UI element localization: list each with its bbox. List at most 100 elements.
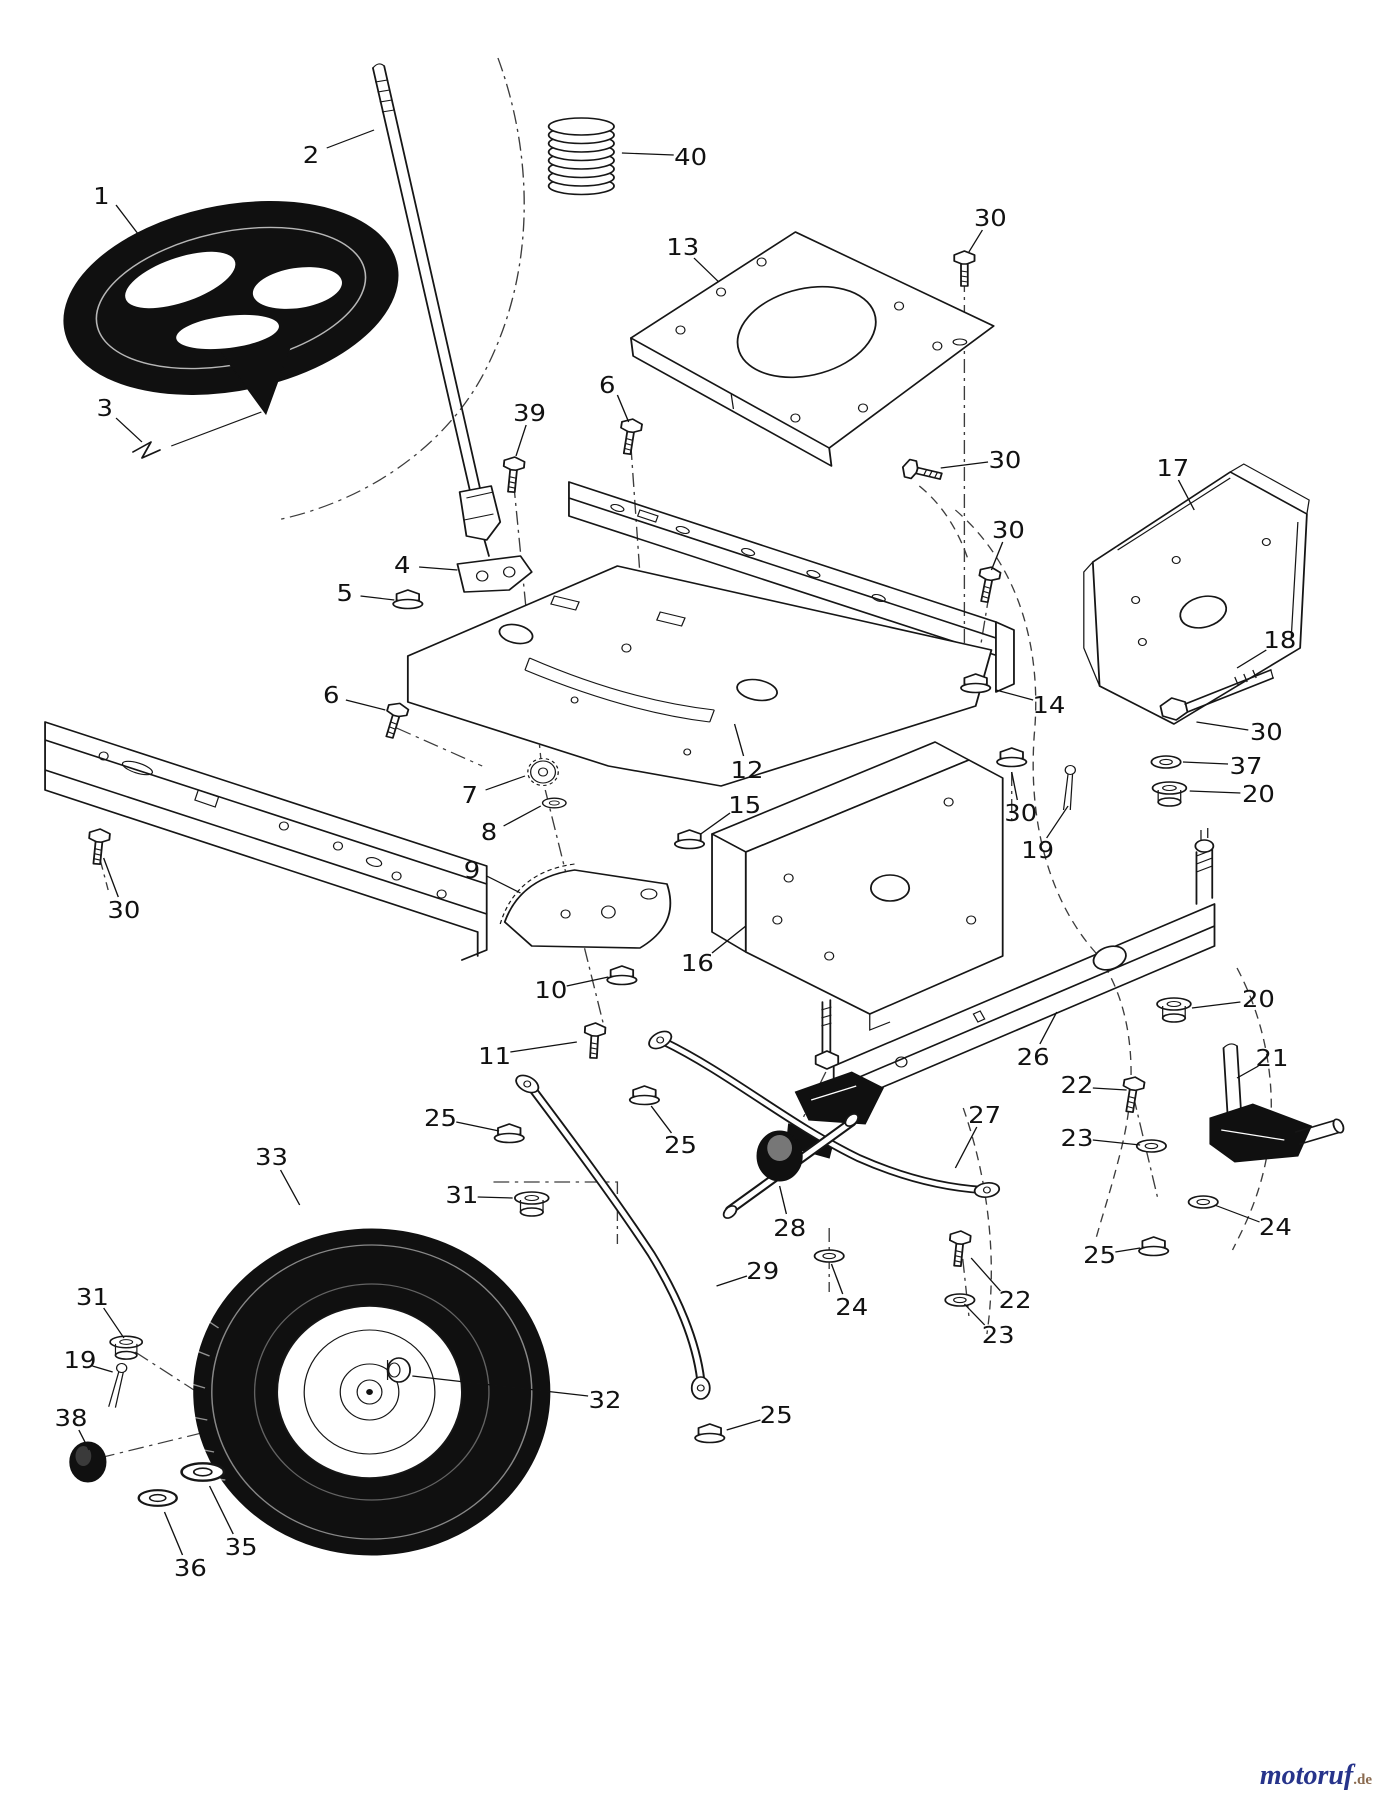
callout-leader-40 [621,152,674,156]
callout-label-6: 6 [599,371,615,398]
callout-leader-20 [1189,790,1241,794]
wheel-tire-part [184,1228,551,1556]
callout-label-20: 20 [1242,780,1275,807]
seat-plate-part [630,231,995,467]
watermark-logo: motoruf.de [1260,1760,1372,1792]
callout-label-31: 31 [445,1181,478,1208]
callout-label-10: 10 [534,976,567,1003]
callout-label-8: 8 [481,818,497,845]
callout-label-1: 1 [93,182,109,209]
callout-label-30: 30 [1004,799,1037,826]
bolt-30-side-part [899,457,945,486]
callout-label-27: 27 [968,1101,1001,1128]
bolt-22-right-part [1118,1074,1147,1114]
bolt-39-part [500,455,526,494]
callout-label-35: 35 [225,1533,258,1560]
callout-label-7: 7 [462,781,478,808]
callout-label-24: 24 [1259,1213,1292,1240]
callout-label-36: 36 [174,1554,207,1581]
callout-label-40: 40 [674,143,707,170]
coupler-bracket-part [456,555,533,593]
bushing-20-top-part [1151,781,1188,807]
pinion-gear-part [527,757,559,787]
callout-leader-10 [566,976,609,987]
callout-label-2: 2 [303,141,319,168]
bolt-30-left-part [85,827,112,866]
callout-label-6: 6 [323,681,339,708]
washer-37-part [1150,755,1182,769]
callout-leader-29 [716,1275,748,1287]
callout-leader-20 [1191,1001,1241,1009]
callout-leader-18 [1236,649,1267,669]
callout-leader-1 [115,204,145,243]
spindle-part [1209,1043,1345,1163]
callout-label-19: 19 [64,1346,97,1373]
callout-label-25: 25 [760,1401,793,1428]
callout-leader-30 [1196,721,1249,731]
callout-label-19: 19 [1021,836,1054,863]
logo-name: motoruf [1259,1760,1354,1791]
callout-leader-4 [419,566,458,571]
callout-leader-28 [778,1185,788,1215]
callout-label-17: 17 [1156,454,1189,481]
washer-8-part [541,797,567,809]
callout-label-30: 30 [992,516,1025,543]
drag-link-part [515,1074,711,1400]
callout-leader-35 [208,1485,234,1535]
callout-leader-30 [940,461,989,469]
callout-label-11: 11 [478,1042,511,1069]
callout-leader-30 [968,229,984,253]
nut-25-d-part [694,1423,726,1444]
frame-rail-left-part [44,721,488,961]
front-axle-part [785,828,1216,1159]
callout-leader-30 [103,857,119,898]
pivot-shaft-bushing-part [722,1113,860,1219]
callout-leader-25 [1115,1247,1141,1253]
hub-cap-part [386,1357,411,1383]
callout-leader-32 [412,1375,589,1397]
nut-25-c-part [1138,1236,1170,1257]
callout-leader-37 [1182,761,1229,765]
bolt-30-top-part [953,250,976,287]
callout-label-12: 12 [730,756,763,783]
callout-leader-3 [115,417,143,443]
bolt-30-mid-part [973,564,1003,605]
callout-label-25: 25 [424,1104,457,1131]
callout-label-24: 24 [835,1293,868,1320]
callout-label-30: 30 [974,204,1007,231]
steering-shaft-part [372,63,502,557]
long-bolt-part [1159,669,1274,721]
callout-leader-21 [1236,1065,1259,1079]
tie-rod-part [648,1030,1001,1198]
bushing-31-left-part [109,1335,144,1360]
callout-leader-38 [78,1429,90,1451]
console-plate-part [406,565,993,787]
nut-10-part [606,965,638,986]
callout-label-32: 32 [589,1386,622,1413]
nut-25-a-part [493,1123,525,1144]
cotter-pin-right-part [1062,764,1076,811]
callout-leader-5 [360,595,395,601]
callout-label-14: 14 [1032,691,1065,718]
callout-label-39: 39 [513,399,546,426]
callout-leader-36 [163,1511,184,1556]
callout-label-3: 3 [97,394,113,421]
callout-label-20: 20 [1242,985,1275,1012]
callout-label-33: 33 [255,1143,288,1170]
callout-leader-17 [1177,479,1195,511]
callout-leader-39 [515,424,527,457]
support-bracket-part [1083,463,1310,725]
callout-leader-13 [693,257,720,283]
callout-leader-31 [477,1196,513,1199]
washer-36-part [137,1489,178,1507]
callout-leader-9 [486,875,521,894]
callout-leader-25 [726,1419,761,1431]
callout-leader-31 [103,1307,125,1339]
cotter-pin-left-part [108,1362,129,1409]
washer-35-part [180,1461,226,1483]
callout-leader-25 [650,1105,673,1134]
callout-leader-24 [1214,1204,1260,1223]
washer-24-right-part [1187,1195,1219,1209]
frame-rail-right-part [568,481,1015,693]
callout-label-25: 25 [1083,1241,1116,1268]
